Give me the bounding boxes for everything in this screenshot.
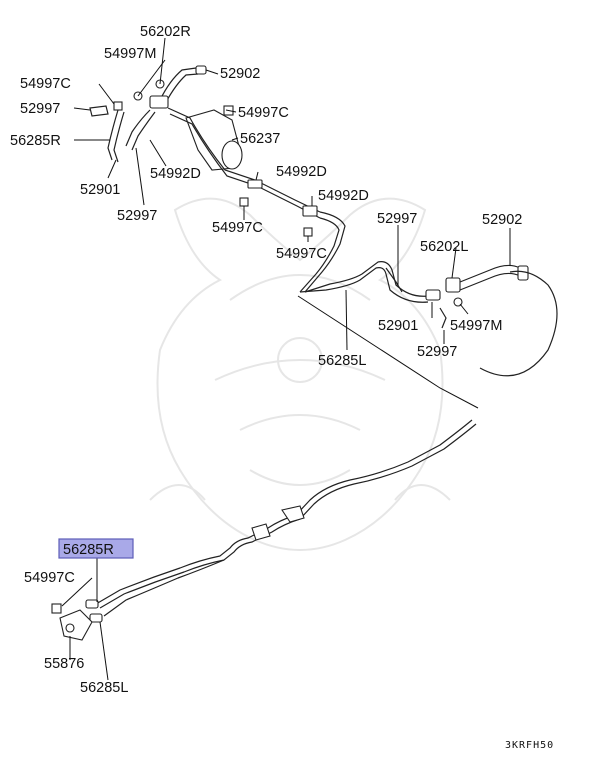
label-55876[interactable]: 55876: [44, 656, 84, 672]
label-56285L-mid[interactable]: 56285L: [318, 353, 366, 369]
label-52902-right[interactable]: 52902: [482, 212, 522, 228]
label-52901-a[interactable]: 52901: [80, 182, 120, 198]
label-52997-b[interactable]: 52997: [117, 208, 157, 224]
label-56202L[interactable]: 56202L: [420, 239, 468, 255]
samurai-watermark-logo: [149, 197, 451, 551]
label-56285R-highlight[interactable]: 56285R: [63, 542, 114, 558]
label-54997C-c[interactable]: 54997C: [212, 220, 263, 236]
label-54997C-bottom[interactable]: 54997C: [24, 570, 75, 586]
right-assembly: [297, 261, 558, 409]
top-assembly: [89, 65, 346, 293]
label-52997-c[interactable]: 52997: [377, 211, 417, 227]
highlight-box-56285R: [58, 538, 134, 559]
main-pipe-run: [51, 419, 477, 641]
label-54992D-b[interactable]: 54992D: [276, 164, 327, 180]
label-54997M-top[interactable]: 54997M: [104, 46, 156, 62]
label-52997-a[interactable]: 52997: [20, 101, 60, 117]
label-54992D-a[interactable]: 54992D: [150, 166, 201, 182]
diagram-code: 3KRFH50: [505, 740, 554, 751]
leader-lines: [61, 37, 511, 681]
label-52901-b[interactable]: 52901: [378, 318, 418, 334]
label-54997M-right[interactable]: 54997M: [450, 318, 502, 334]
label-54997C-b[interactable]: 54997C: [238, 105, 289, 121]
part-labels: 56202R 54997M 52902 54997C 52997 54997C …: [10, 24, 522, 696]
label-54992D-c[interactable]: 54992D: [318, 188, 369, 204]
label-56285L-bottom[interactable]: 56285L: [80, 680, 128, 696]
label-56285R-top[interactable]: 56285R: [10, 133, 61, 149]
label-52997-d[interactable]: 52997: [417, 344, 457, 360]
label-54997C-d[interactable]: 54997C: [276, 246, 327, 262]
label-56202R[interactable]: 56202R: [140, 24, 191, 40]
label-56237[interactable]: 56237: [240, 131, 280, 147]
label-54997C-a[interactable]: 54997C: [20, 76, 71, 92]
label-52902-top[interactable]: 52902: [220, 66, 260, 82]
